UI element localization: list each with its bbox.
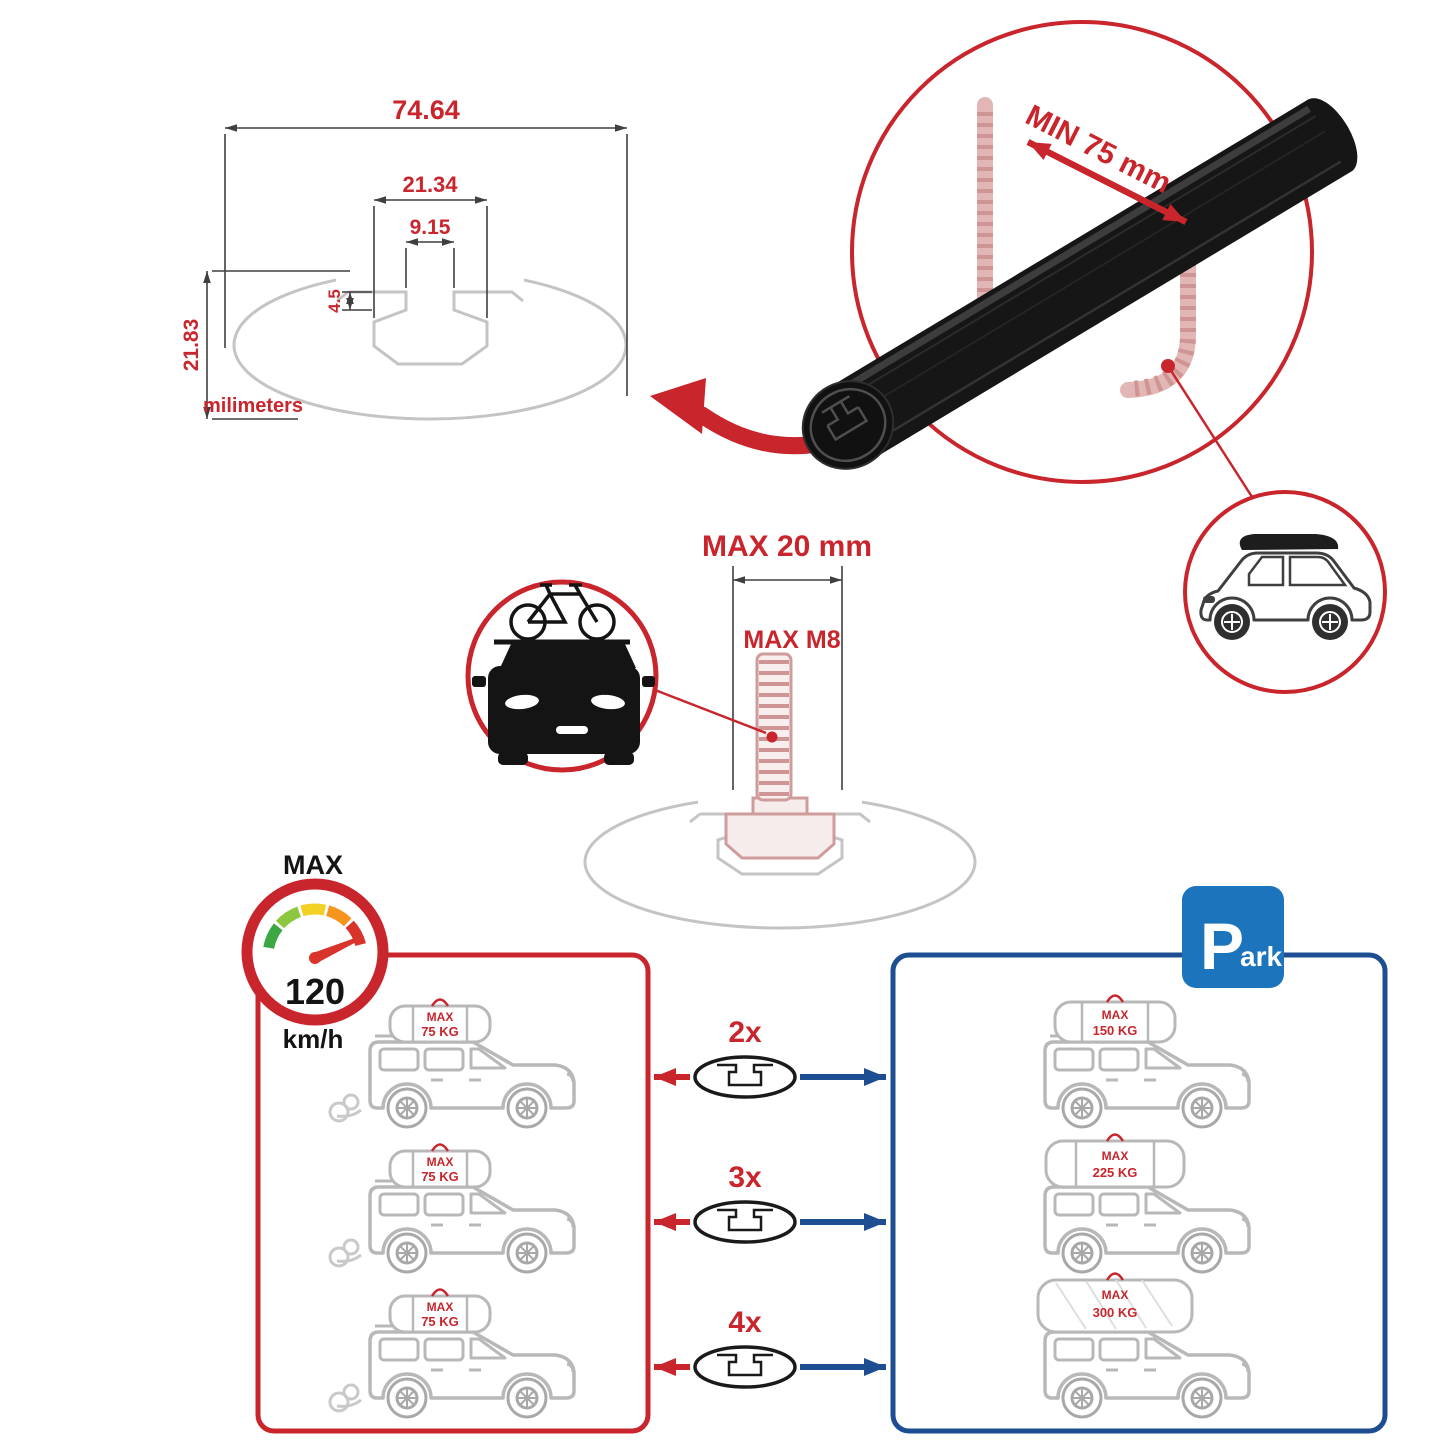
extension-lines — [212, 270, 350, 420]
cargo-weight-value: 75 KG — [421, 1169, 459, 1184]
roof-cargo: MAX 225 KG — [1044, 1133, 1186, 1189]
roof-cargo: MAX 75 KG — [388, 998, 492, 1044]
crossbar-section-icon — [693, 1200, 797, 1244]
multiplier-label: 2x — [728, 1016, 762, 1049]
roof-cargo: MAX 150 KG — [1053, 994, 1177, 1044]
cargo-weight-value: 150 KG — [1093, 1023, 1138, 1038]
dim-slot-outer: 21.34 — [402, 172, 458, 197]
roofbox-suv-icon — [1199, 534, 1372, 640]
parked-car-3: MAX 300 KG — [1036, 1272, 1251, 1419]
extension-lines — [405, 248, 455, 288]
dim-height-total: 21.83 — [180, 319, 203, 372]
parking-sign-letter: P — [1200, 909, 1244, 983]
max-thread-label: MAX M8 — [743, 626, 840, 654]
cargo-hook-icon — [430, 1288, 450, 1297]
cargo-max-label: MAX — [427, 1010, 454, 1024]
roof-cargo: MAX 75 KG — [388, 1143, 492, 1189]
dim-width-total: 74.64 — [392, 95, 460, 125]
cargo-hook-icon — [1105, 1133, 1125, 1142]
dim-slot-opening: 9.15 — [410, 216, 451, 239]
cargo-hook-icon — [430, 998, 450, 1007]
roof-cargo: MAX 75 KG — [388, 1288, 492, 1334]
parking-sign-rest: ark — [1240, 941, 1282, 972]
units-label: milimeters — [203, 395, 303, 417]
multiplier-label: 4x — [728, 1306, 762, 1339]
cross-section-diagram: 74.64 21.34 9.15 4.5 21.83 milimeters — [180, 95, 628, 421]
cargo-hook-icon — [1105, 1272, 1125, 1281]
speed-value: 120 — [285, 971, 345, 1012]
parked-car-2: MAX 225 KG — [1043, 1133, 1251, 1274]
moving-car-1: MAX 75 KG — [328, 998, 576, 1129]
cargo-weight-value: 300 KG — [1093, 1305, 1138, 1320]
bolt-diagram: MAX 20 mm MAX M8 — [583, 530, 977, 930]
connector-line — [1166, 365, 1256, 501]
slot-nut-icon — [724, 796, 836, 860]
extension-lines — [373, 206, 488, 318]
end-face-channel — [821, 395, 869, 442]
parking-sign-icon: P ark — [1182, 886, 1284, 988]
cargo-max-label: MAX — [1102, 1149, 1129, 1163]
cargo-max-label: MAX — [427, 1300, 454, 1314]
profile-flat-mask — [336, 264, 524, 292]
cargo-hook-icon — [430, 1143, 450, 1152]
cargo-max-label: MAX — [427, 1155, 454, 1169]
bike-car-circle — [465, 579, 767, 773]
roofbox-suv-circle — [1183, 490, 1387, 694]
moving-car-2: MAX 75 KG — [328, 1143, 576, 1274]
gauge-arcs — [263, 903, 366, 950]
multiplier-row-2: 3x — [654, 1161, 886, 1244]
cargo-weight-value: 75 KG — [421, 1024, 459, 1039]
thread-point-dot — [766, 731, 778, 743]
moving-car-3: MAX 75 KG — [328, 1288, 576, 1419]
car-front-icon — [472, 639, 655, 765]
u-clamp-icon — [977, 97, 1196, 398]
min-distance-arrow — [1026, 139, 1188, 225]
multiplier-row-1: 2x — [654, 1016, 886, 1099]
crossbar-3d-icon — [801, 98, 1358, 470]
cargo-weight-value: 225 KG — [1093, 1165, 1138, 1180]
cargo-hook-icon — [1105, 994, 1125, 1003]
cargo-max-label: MAX — [1102, 1288, 1129, 1302]
bolt-icon — [755, 652, 793, 802]
parked-car-1: MAX 150 KG — [1043, 994, 1251, 1129]
crossbar-section-icon — [693, 1345, 797, 1389]
max-protrusion-label: MAX 20 mm — [702, 530, 872, 563]
gauge-needle — [309, 937, 358, 964]
dim-lip-depth: 4.5 — [325, 289, 344, 313]
limit-lines — [732, 566, 843, 810]
cargo-weight-value: 75 KG — [421, 1314, 459, 1329]
roof-cargo: MAX 300 KG — [1036, 1272, 1194, 1334]
crossbar-section-icon — [693, 1055, 797, 1099]
multiplier-row-3: 4x — [654, 1306, 886, 1389]
speed-max-label: MAX — [283, 850, 343, 880]
crossbar-detail-circle: MIN 75 mm — [801, 20, 1358, 501]
connector-line — [654, 688, 767, 735]
extension-lines — [224, 134, 628, 396]
cargo-max-label: MAX — [1102, 1008, 1129, 1022]
bike-icon — [509, 583, 616, 641]
multiplier-label: 3x — [728, 1161, 762, 1194]
speedometer-icon: MAX 120 km/h — [241, 850, 389, 1054]
t-slot-channel — [336, 290, 524, 366]
speed-unit: km/h — [283, 1024, 344, 1054]
